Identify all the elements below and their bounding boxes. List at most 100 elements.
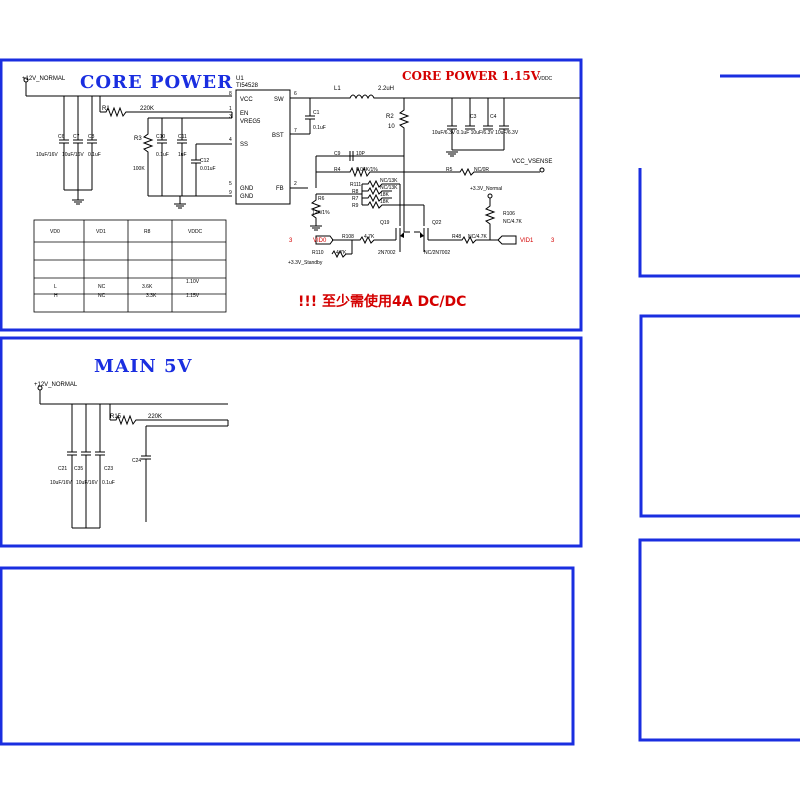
c11-val: 1uF [178, 152, 187, 158]
c24-ref: C24 [132, 458, 141, 464]
r106-resistor [484, 198, 496, 238]
q22-val: NC/2N7002 [424, 250, 450, 256]
v33-power-frame [638, 538, 800, 742]
r108-resistor [332, 235, 396, 245]
vcc-vsense-net: VCC_VSENSE [512, 159, 552, 165]
table-header: VDDC [188, 229, 203, 235]
r2-ref: R2 [386, 114, 394, 120]
vid0-sheet-ref: 3 [289, 238, 293, 244]
vid1-port [497, 235, 517, 245]
c12-val: 0.01uF [200, 166, 216, 172]
r7-val: 18K [380, 192, 390, 198]
r8-val: NC/13K [380, 185, 398, 191]
ground-symbol [72, 190, 84, 205]
c7-ref: C7 [73, 134, 80, 140]
table-cell: 1.15V [186, 293, 200, 299]
r6-ref: R6 [318, 196, 325, 202]
table-cell: H [54, 293, 58, 299]
u1-pin-ss: SS [240, 142, 248, 148]
c11-ref: C11 [178, 134, 187, 140]
r1-val: 220K [140, 106, 154, 112]
r4-val: 6.04K/1% [356, 167, 378, 173]
vid0-port [315, 235, 334, 245]
l1-inductor [340, 94, 580, 100]
r5-resistor [404, 167, 540, 177]
section-frames [0, 58, 800, 746]
table-cell: L [54, 284, 57, 290]
svg-text:7: 7 [294, 128, 297, 134]
c7-val: 10uF/16V [62, 152, 84, 158]
vddc-net: VDDC [538, 76, 553, 82]
c3-ref: C3 [470, 114, 477, 120]
r9-val: 18K [380, 199, 390, 205]
r106-ref: R106 [503, 211, 515, 217]
c23-ref: C23 [104, 466, 113, 472]
svg-text:4: 4 [229, 137, 232, 143]
core-input-caps [59, 139, 97, 144]
r1-resistor [100, 106, 232, 118]
c6-val: 10uF/16V [36, 152, 58, 158]
r48-ref: R48 [452, 234, 461, 240]
c23-val: 0.1uF [102, 480, 115, 486]
r4-ref: R4 [334, 167, 341, 173]
u1-ic [235, 89, 291, 205]
c9-ref: C9 [334, 151, 341, 157]
vid1-net: VID1 [520, 238, 534, 244]
c6-ref: C6 [58, 134, 65, 140]
r3-ref: R3 [134, 136, 142, 142]
main-5v-section: MAIN 5V +12V_NORMAL C21 C35 C23 10uF/16V… [34, 356, 229, 529]
r111-val: NC/13K [380, 178, 398, 184]
core-voltage-note: CORE POWER 1.15V [402, 69, 541, 83]
r1-ref: R1 [102, 106, 110, 112]
core-power-frame [0, 58, 583, 332]
vid0-net: VID0 [313, 238, 327, 244]
u1-pin-fb: FB [276, 186, 284, 192]
c10-val: 0.1uF [156, 152, 169, 158]
ddr-power-frame [0, 566, 575, 746]
c35-ref: C35 [74, 466, 83, 472]
vid-table: VD0 VD1 R8 VDDC L NC 3.6K 1.10V H NC 3.3… [33, 219, 227, 313]
r2-resistor [398, 98, 410, 232]
r48-val: NC/4.7K [468, 234, 488, 240]
top-right-frame [638, 168, 800, 278]
v25-power-frame [639, 314, 800, 518]
r5-ref: R5 [446, 167, 453, 173]
r8-ref: R8 [352, 189, 359, 195]
l1-ref: L1 [334, 86, 341, 92]
svg-text:9: 9 [229, 190, 232, 196]
q22-mosfet [392, 204, 429, 244]
u1-pin-en: EN [240, 111, 248, 117]
u1-part: TI54528 [236, 83, 259, 89]
u1-pin-gnd2: GND [240, 194, 254, 200]
r110-resistor [331, 249, 352, 259]
core-warning: !!! 至少需使用4A DC/DC [298, 293, 466, 310]
u1-pin-vcc: VCC [240, 97, 253, 103]
main-5v-frame [0, 336, 583, 548]
c1-ref: C1 [313, 110, 320, 116]
vid-resistor-bank [362, 179, 392, 210]
c10-ref: C10 [156, 134, 165, 140]
r108-ref: R108 [342, 234, 354, 240]
core-out-caps-val: 10uF/6.3V 0.1uF 10uF/6.3V 10uF/6.3V [432, 130, 519, 136]
c35-val: 10uF/16V [76, 480, 98, 486]
r7-ref: R7 [352, 196, 359, 202]
c8-val: 0.1uF [88, 152, 101, 158]
u1-pin-vreg5: VREG5 [240, 119, 261, 125]
r2-val: 10 [388, 124, 395, 130]
c9-val: 10P [356, 151, 366, 157]
core-input-net: +12V_NORMAL [22, 76, 66, 82]
r110-ref: R110 [312, 250, 324, 256]
r3-val: 100K [133, 166, 145, 172]
table-cell: NC [98, 284, 106, 290]
q22-ref: Q22 [432, 220, 442, 226]
r111-ref: R111 [350, 182, 361, 188]
r15-ref: R15 [110, 414, 122, 420]
table-header: VD1 [96, 229, 106, 235]
l1-val: 2.2uH [378, 86, 394, 92]
table-cell: NC [98, 293, 106, 299]
r15-val: 220K [148, 414, 162, 420]
r15-resistor [110, 414, 228, 426]
table-cell: 3.3K [146, 293, 157, 299]
table-header: VD0 [50, 229, 60, 235]
